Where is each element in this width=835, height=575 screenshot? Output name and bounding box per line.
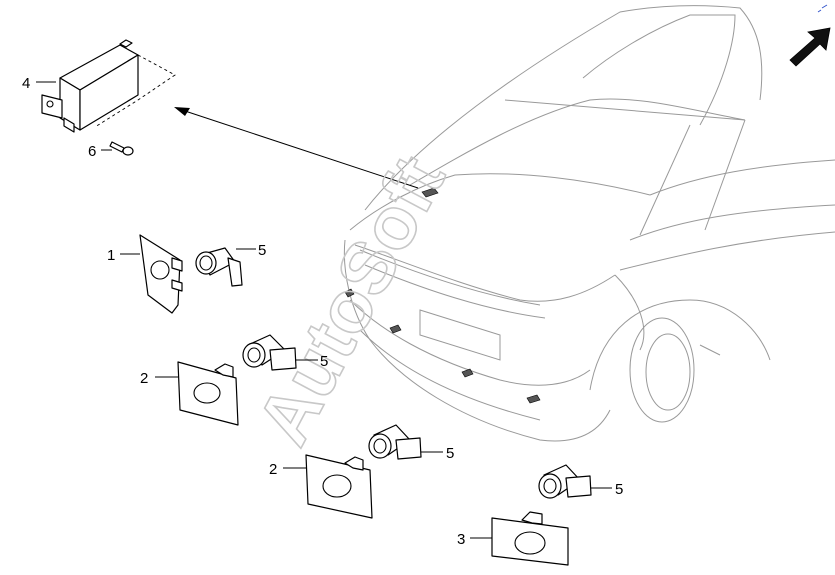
callout-3: 3 xyxy=(457,531,465,548)
sensor-holder-b xyxy=(283,454,373,519)
callout-6: 6 xyxy=(88,143,96,160)
module-location-arrow xyxy=(174,107,419,189)
parking-aid-control-module xyxy=(36,39,176,133)
bumper-sensor-locations xyxy=(344,187,541,404)
parking-sensor-a xyxy=(195,247,256,287)
callout-5c: 5 xyxy=(446,445,454,462)
callout-4: 4 xyxy=(22,75,30,92)
parking-sensor-b xyxy=(242,334,318,371)
sensor-holder-c xyxy=(470,511,569,566)
callout-2b: 2 xyxy=(269,461,277,478)
watermark: AutoSoft xyxy=(241,143,461,458)
screw xyxy=(101,141,134,156)
forward-direction-arrow-icon xyxy=(789,4,831,67)
callout-5b: 5 xyxy=(320,353,328,370)
parking-sensor-c xyxy=(368,424,443,460)
callout-5a: 5 xyxy=(258,242,266,259)
callout-1: 1 xyxy=(107,247,115,264)
callout-5d: 5 xyxy=(615,481,623,498)
sensor-bracket xyxy=(120,234,183,314)
callout-2a: 2 xyxy=(140,370,148,387)
parking-sensor-d xyxy=(538,464,612,499)
sensor-holder-a xyxy=(155,361,239,426)
